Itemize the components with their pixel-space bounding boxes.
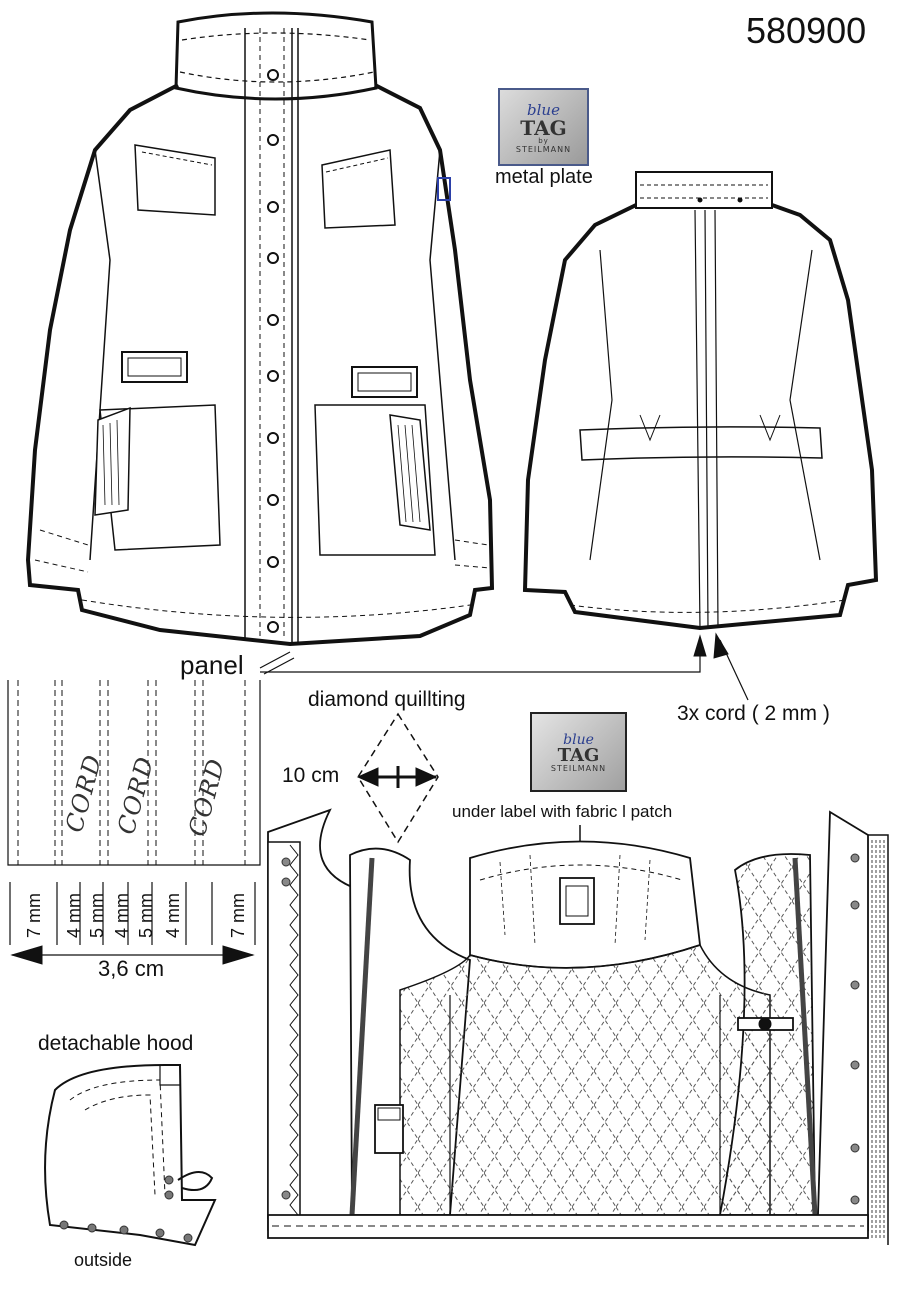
inside-lining-view [267,808,889,1245]
logo-brand: STEILMANN [515,144,572,154]
logo-script: blue [527,100,560,119]
back-jacket-view [522,171,879,631]
logo-by: by [538,136,549,145]
outside-label: outside [74,1250,133,1270]
measure-5: 5 mm [136,893,156,938]
sleeve-badge [437,177,451,201]
total-width-label: 3,6 cm [98,956,165,981]
bluetag-metal-plate-logo: blue TAG by STEILMANN [498,88,589,166]
measure-6: 4 mm [163,893,183,938]
measure-3: 5 mm [87,893,107,938]
style-number: 580900 [746,10,867,51]
detachable-hood-label: detachable hood [38,1032,194,1055]
panel-label: panel [180,650,244,680]
diamond-quilting-label: diamond quillting [308,688,466,711]
measure-1: 7 mm [24,893,44,938]
logo2-tag: TAG [557,744,600,766]
bluetag-under-label-logo: blue TAG STEILMANN [530,712,627,792]
cord-panel-detail [7,680,261,965]
front-snaps [267,69,279,633]
logo-tag: TAG [520,115,567,140]
detachable-hood-drawing [44,1064,217,1247]
front-jacket-view [25,11,495,647]
ten-cm-label: 10 cm [282,764,340,787]
diamond-quilt-sample [356,712,439,844]
cord-label: 3x cord ( 2 mm ) [677,702,830,725]
under-label-text: under label with fabric l patch [452,802,673,821]
logo2-brand: STEILMANN [550,763,607,773]
logo2-script: blue [563,731,594,748]
panel-leader [259,632,749,701]
measure-2: 4 mm [64,893,84,938]
metal-plate-label: metal plate [495,166,593,188]
measure-7: 7 mm [228,893,248,938]
measure-4: 4 mm [112,893,132,938]
